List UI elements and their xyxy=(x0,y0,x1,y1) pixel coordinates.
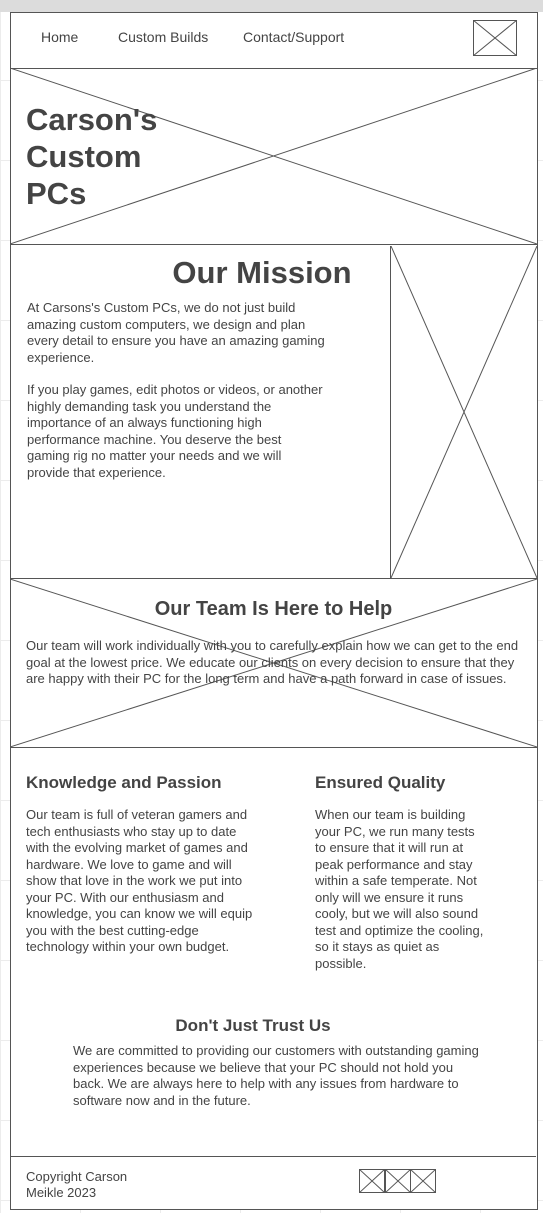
logo-placeholder-icon[interactable] xyxy=(473,20,517,56)
social-icon-2[interactable] xyxy=(385,1169,411,1193)
trust-paragraph: We are committed to providing our custom… xyxy=(73,1043,479,1108)
mission-title: Our Mission xyxy=(172,255,352,290)
hero-title: Carson's Custom PCs xyxy=(26,102,158,211)
nav-custom-builds-link[interactable]: Custom Builds xyxy=(118,29,209,45)
mission-paragraph-2: If you play games, edit photos or videos… xyxy=(27,382,323,480)
social-icon-3[interactable] xyxy=(410,1169,436,1193)
team-section: Our Team Is Here to Help Our team will w… xyxy=(10,578,537,748)
top-bar xyxy=(0,0,543,12)
knowledge-title: Knowledge and Passion xyxy=(26,773,222,792)
hero-banner: Carson's Custom PCs xyxy=(10,68,537,245)
nav-home-link[interactable]: Home xyxy=(41,29,79,45)
page-frame xyxy=(10,12,538,1210)
social-icon-1[interactable] xyxy=(359,1169,385,1193)
knowledge-paragraph: Our team is full of veteran gamers and t… xyxy=(26,807,253,954)
team-title: Our Team Is Here to Help xyxy=(154,598,393,620)
trust-title: Don't Just Trust Us xyxy=(175,1016,331,1035)
nav-contact-support-link[interactable]: Contact/Support xyxy=(243,29,345,45)
footer: Copyright Carson Meikle 2023 xyxy=(10,1156,536,1208)
hero-image-placeholder-icon xyxy=(10,68,537,244)
quality-title: Ensured Quality xyxy=(315,773,446,792)
quality-paragraph: When our team is building your PC, we ru… xyxy=(315,807,484,971)
top-nav: Home Custom Builds Contact/Support xyxy=(10,12,537,69)
copyright-text: Copyright Carson Meikle 2023 xyxy=(26,1169,128,1200)
team-image-placeholder-icon xyxy=(10,579,537,747)
team-paragraph: Our team will work individually with you… xyxy=(26,638,519,686)
mission-image-placeholder-icon xyxy=(390,246,537,578)
mission-paragraph-1: At Carsons's Custom PCs, we do not just … xyxy=(27,300,325,365)
